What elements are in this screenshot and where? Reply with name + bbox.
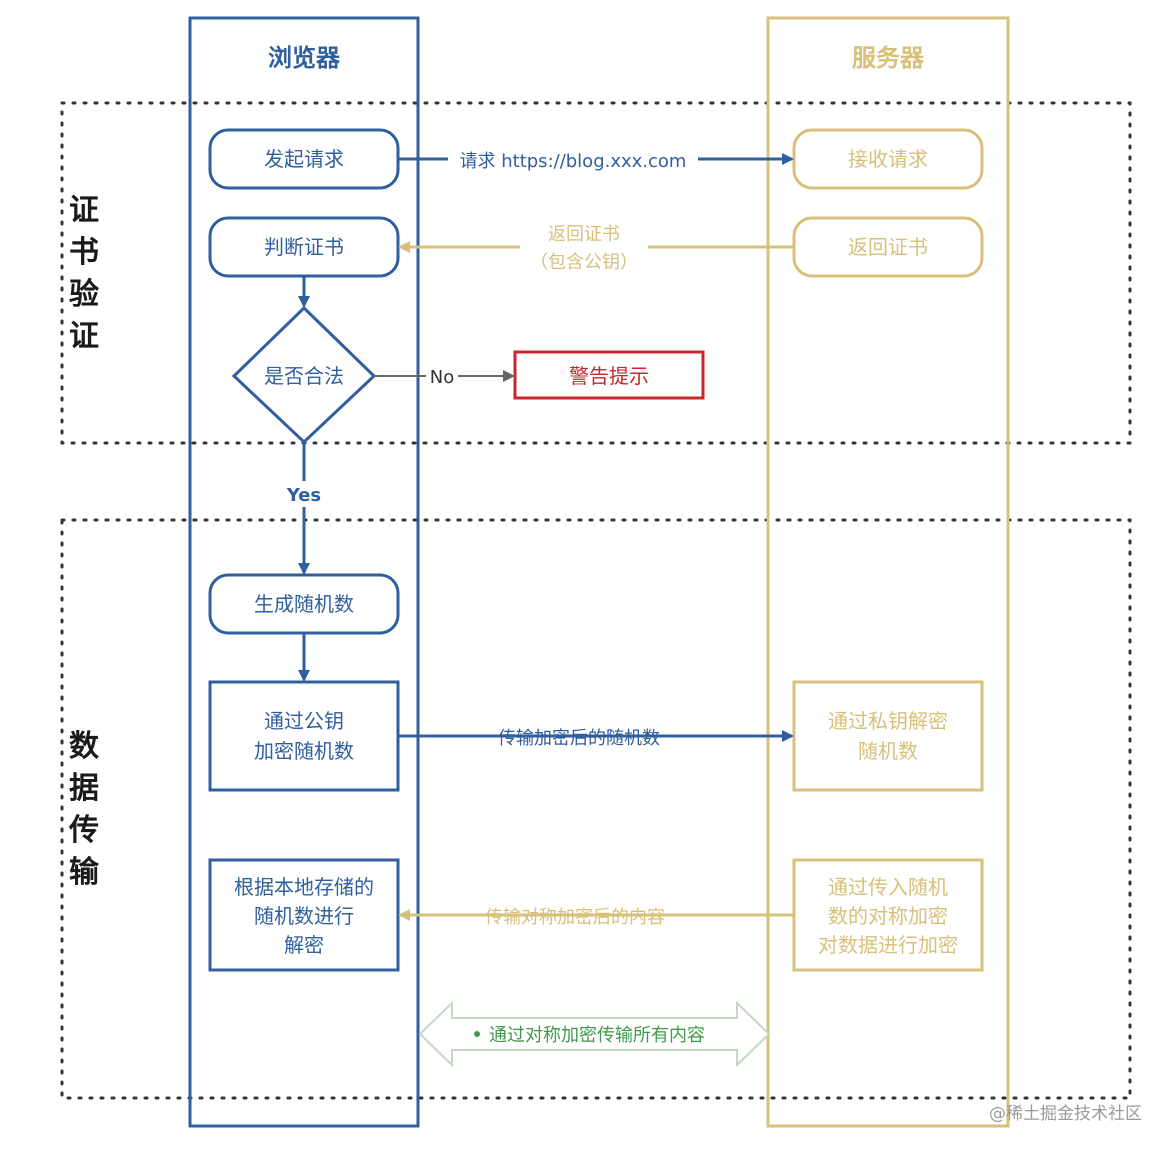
receive-request-node: 接收请求 [792,128,984,190]
symmetric-bullet-icon [474,1031,480,1037]
judge-cert-node: 判断证书 [208,216,400,278]
data-transfer-section-label: 数 据 传 输 [69,729,99,890]
judge-cert-label: 判断证书 [264,235,344,259]
browser-lane-title: 浏览器 [268,44,341,72]
decrypt-content-line-1: 根据本地存储的 [234,875,374,899]
receive-request-label: 接收请求 [848,147,928,171]
return-cert-arrow-label-2: （包含公钥） [530,252,638,273]
symmetric-label: 通过对称加密传输所有内容 [489,1025,705,1046]
encrypt-random-line-2: 加密随机数 [254,739,354,763]
no-arrow-label: No [430,367,454,388]
warning-label: 警告提示 [569,364,649,388]
decrypt-random-line-1: 通过私钥解密 [828,709,948,733]
decrypt-random-line-2: 随机数 [858,739,918,763]
is-valid-label: 是否合法 [264,364,344,388]
encrypt-data-line-1: 通过传入随机 [828,875,948,899]
encrypt-data-line-2: 数的对称加密 [828,904,948,928]
watermark: @稀土掘金技术社区 [989,1104,1142,1124]
server-lane-title: 服务器 [852,44,925,72]
data-transfer-section-frame [60,518,1132,1100]
initiate-request-label: 发起请求 [264,147,344,171]
return-cert-label: 返回证书 [848,235,928,259]
gen-random-label: 生成随机数 [254,592,354,616]
send-encrypted-random-label: 传输加密后的随机数 [498,728,660,749]
warning-node: 警告提示 [513,350,705,400]
gen-random-node: 生成随机数 [208,573,400,635]
decrypt-content-node: 根据本地存储的 随机数进行 解密 [208,858,400,972]
decrypt-random-node: 通过私钥解密 随机数 [792,680,984,792]
initiate-request-node: 发起请求 [208,128,400,190]
send-encrypted-content-label: 传输对称加密后的内容 [485,907,665,928]
request-arrow-label: 请求 https://blog.xxx.com [460,151,687,172]
cert-verify-section-label: 证 书 验 证 [69,193,99,354]
decrypt-content-line-3: 解密 [284,933,324,957]
return-cert-node: 返回证书 [792,216,984,278]
return-cert-arrow-label-1: 返回证书 [548,224,620,245]
symmetric-double-arrow [418,1000,771,1068]
browser-lane [188,16,420,1128]
yes-arrow-label: Yes [286,485,321,506]
encrypt-random-node: 通过公钥 加密随机数 [208,680,400,792]
encrypt-data-node: 通过传入随机 数的对称加密 对数据进行加密 [792,858,984,972]
encrypt-random-line-1: 通过公钥 [264,709,344,733]
decrypt-content-line-2: 随机数进行 [254,904,354,928]
encrypt-data-line-3: 对数据进行加密 [818,933,958,957]
is-valid-decision: 是否合法 [231,305,377,445]
server-lane [766,16,1010,1128]
